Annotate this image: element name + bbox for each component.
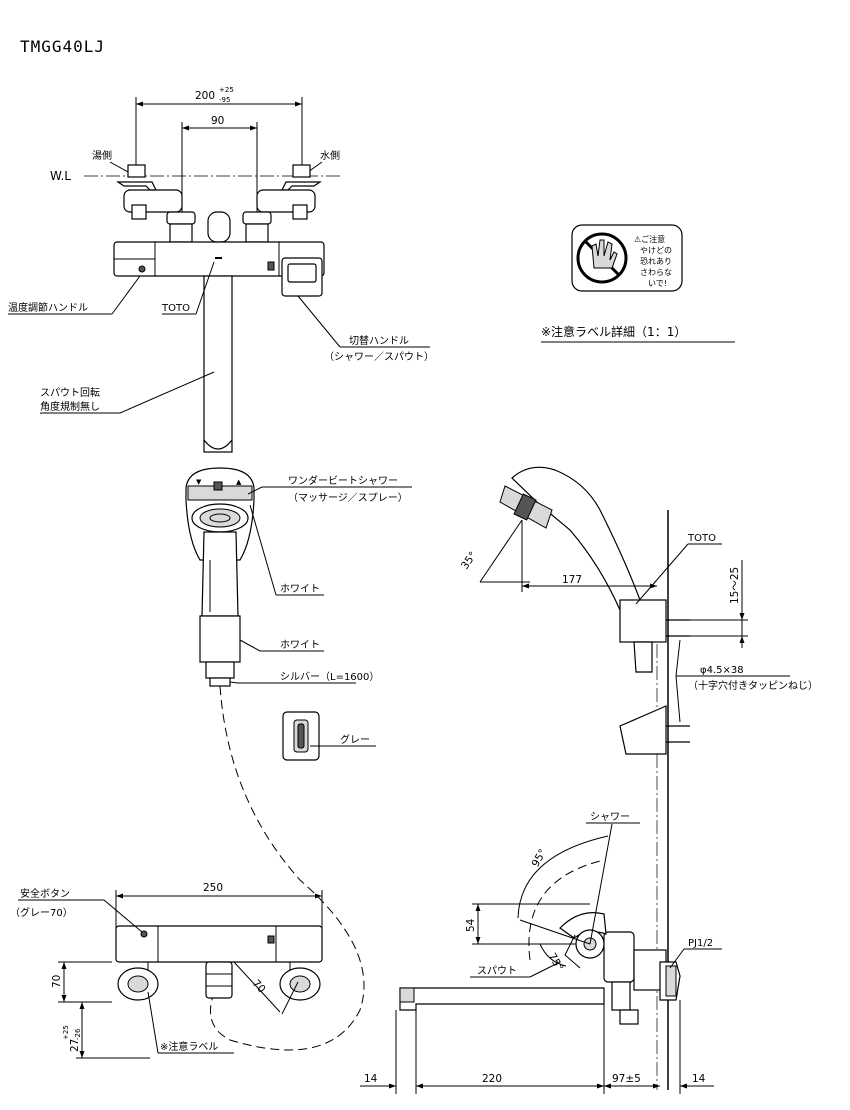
holder-color: グレー [340, 733, 370, 746]
temp-handle-label: 温度調節ハンドル [8, 301, 88, 314]
hose-label: シルバー（L=1600） [280, 671, 379, 683]
spout-direction-label: スパウト [477, 965, 517, 977]
caution-line-2: やけどの [640, 246, 672, 255]
cold-side-label: 水側 [320, 149, 340, 162]
spout-view: 95° シャワー 75° スパウト 54 PJ1/2 14 220 97±5 1… [360, 812, 722, 1094]
brand-label-side: TOTO [687, 533, 716, 544]
dim-14-right: 14 [692, 1073, 706, 1085]
dim-200-plus: +25 [219, 86, 234, 94]
dim-27-plus: +25 [62, 1025, 70, 1040]
dim-14-left: 14 [364, 1073, 378, 1085]
dim-27-minus: -26 [74, 1028, 82, 1040]
dim-177: 177 [562, 574, 582, 586]
water-line-label: W.L [50, 169, 71, 183]
caution-label: ⚠ご注意 やけどの 恐れあり さわらな いで! ※注意ラベル詳細（1：1） [541, 224, 735, 343]
side-view: 35° 177 TOTO 15～25 φ4.5×38 （十字穴付きタッピンねじ） [459, 466, 818, 1090]
model-number: TMGG40LJ [20, 37, 105, 56]
dim-220: 220 [482, 1073, 502, 1085]
hot-side-label: 湯側 [92, 149, 112, 162]
angle-75: 75° [546, 951, 566, 973]
front-view: 250 安全ボタン （グレー70） 70 27 +25 -26 [10, 882, 323, 1059]
spout-note-1: スパウト回転 [40, 387, 100, 399]
caution-label-caption: ※注意ラベル詳細（1：1） [541, 324, 686, 339]
shower-grip-color: ホワイト [280, 639, 320, 651]
dim-70-diagonal: 70 [250, 978, 268, 996]
dim-250: 250 [203, 882, 223, 894]
safety-button-color: （グレー70） [10, 906, 73, 919]
screw-spec-sub: （十字穴付きタッピンねじ） [688, 679, 818, 692]
dim-70-vertical: 70 [51, 975, 63, 988]
dim-54: 54 [465, 918, 477, 932]
switch-handle-label: 切替ハンドル [349, 334, 409, 347]
shower-head-color: ホワイト [280, 583, 320, 595]
shower-front: ▼ ▲ ワンダービートシャワー （マッサージ／スプレー） ホワイト ホワイト シ… [185, 467, 412, 1051]
shower-mark-right: ▲ [236, 478, 242, 486]
brand-label-top: TOTO [161, 303, 190, 314]
top-view: 200 +25 -95 90 W.L 湯側 水側 [8, 86, 434, 453]
holder-front: グレー [282, 711, 376, 761]
dim-15-25: 15～25 [729, 567, 741, 604]
shower-mark-left: ▼ [196, 478, 202, 486]
shower-direction-label: シャワー [590, 812, 630, 823]
pipe-thread-label: PJ1/2 [688, 938, 713, 949]
caution-line-1: ⚠ご注意 [634, 234, 665, 244]
caution-line-4: さわらな [640, 268, 672, 277]
angle-35: 35° [459, 550, 480, 572]
caution-line-3: 恐れあり [640, 257, 672, 266]
dim-97: 97±5 [612, 1073, 641, 1085]
dim-200-minus: -95 [219, 96, 230, 104]
caution-label-ref: ※注意ラベル [160, 1040, 218, 1053]
dim-200: 200 [195, 90, 215, 102]
shower-name: ワンダービートシャワー [288, 474, 398, 487]
angle-95: 95° [530, 847, 550, 869]
shower-mode: （マッサージ／スプレー） [288, 492, 408, 504]
hand-icon [591, 239, 618, 269]
spout-note-2: 角度規制無し [40, 400, 100, 413]
safety-button-label: 安全ボタン [20, 887, 70, 900]
dim-90: 90 [211, 115, 224, 127]
screw-spec: φ4.5×38 [700, 665, 744, 676]
dim-27: 27 [69, 1039, 81, 1052]
caution-line-5: いで! [648, 279, 667, 288]
switch-handle-sub: （シャワー／スパウト） [324, 351, 434, 363]
